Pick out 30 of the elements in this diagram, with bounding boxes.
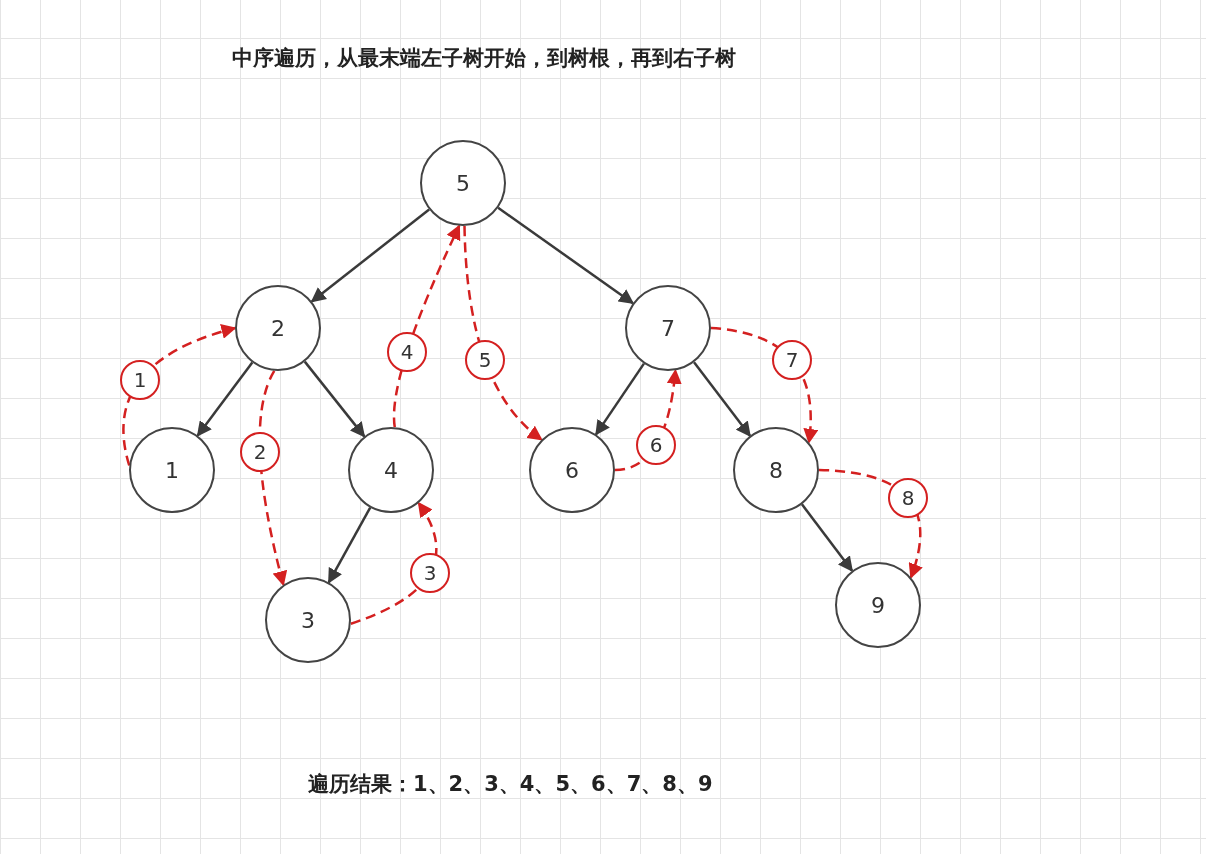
tree-node-circle: 8 [733, 427, 819, 513]
tree-node-circle: 7 [625, 285, 711, 371]
edge-label: 6 [636, 425, 676, 465]
arrow [497, 206, 635, 305]
edge-label: 3 [410, 553, 450, 593]
edge-label: 7 [772, 340, 812, 380]
edge-label: 8 [888, 478, 928, 518]
arrow [327, 507, 372, 584]
result-note: 遍历结果：1、2、3、4、5、6、7、8、9 [308, 771, 713, 798]
arrow [595, 362, 645, 436]
dashed-arrow [463, 225, 543, 441]
arrow [693, 361, 751, 437]
dashed-arrow [392, 224, 461, 428]
tree-node-circle: 1 [129, 427, 215, 513]
tree-node-circle: 6 [529, 427, 615, 513]
title: 中序遍历，从最末端左子树开始，到树根，再到右子树 [232, 45, 736, 72]
tree-node-circle: 4 [348, 427, 434, 513]
edge-label: 5 [465, 340, 505, 380]
arrow [196, 361, 254, 437]
edge-label: 1 [120, 360, 160, 400]
edge-label: 2 [240, 432, 280, 472]
arrow [800, 503, 854, 572]
arrow [303, 360, 366, 438]
dashed-arrow [122, 324, 237, 466]
tree-node-circle: 5 [420, 140, 506, 226]
tree-node-circle: 9 [835, 562, 921, 648]
tree-node-circle: 2 [235, 285, 321, 371]
arrow [310, 208, 430, 303]
tree-node-circle: 3 [265, 577, 351, 663]
edge-label: 4 [387, 332, 427, 372]
